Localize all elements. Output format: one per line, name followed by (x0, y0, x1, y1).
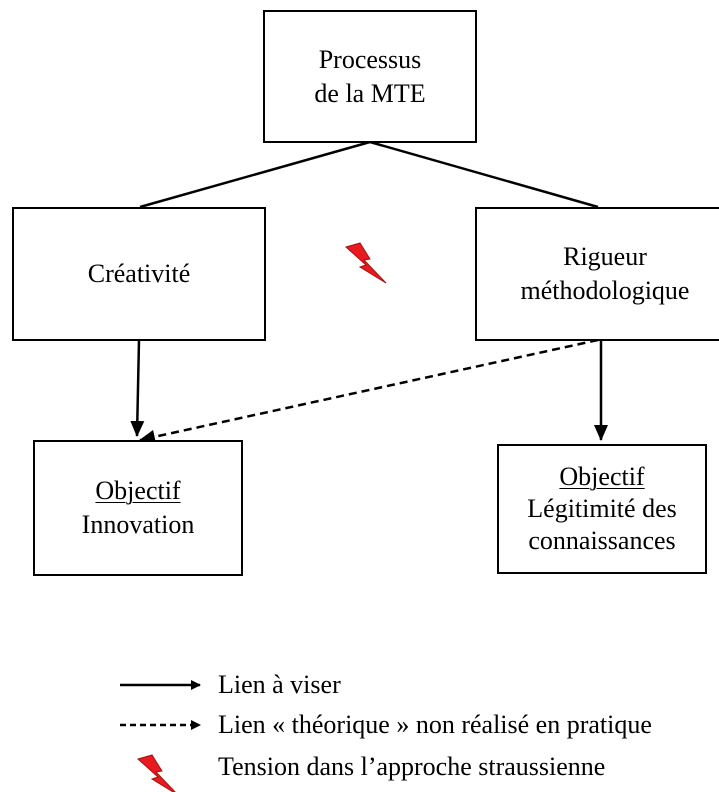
tension-lightning-icon (344, 242, 387, 284)
process-to-rigor-line (369, 140, 599, 209)
process-box: Processus de la MTE (263, 10, 477, 143)
innovation-objective-box: Objectif Innovation (33, 440, 243, 576)
process-line1: Processus (318, 44, 422, 74)
creativity-to-innovation-arrow (130, 339, 145, 437)
rigor-to-innovation-dashed-arrow (139, 338, 599, 444)
legitimacy-objective-heading: Objectif (559, 462, 645, 491)
innovation-objective-text: Innovation (81, 510, 195, 539)
creativity-box: Créativité (12, 207, 266, 341)
process-line2: de la MTE (314, 78, 426, 108)
creativity-label: Créativité (87, 259, 191, 288)
legend-lightning-icon (136, 754, 176, 792)
rigor-box: Rigueur méthodologique (475, 207, 719, 341)
legend-dashed-label: Lien « théorique » non réalisé en pratiq… (218, 710, 652, 739)
legitimacy-objective-box: Objectif Légitimité des connaissances (497, 444, 707, 574)
innovation-objective-heading: Objectif (95, 476, 181, 505)
rigor-line1: Rigueur (563, 242, 647, 271)
legitimacy-objective-line1: Légitimité des (527, 494, 677, 523)
legend-solid-label: Lien à viser (218, 670, 341, 699)
process-to-creativity-line (139, 140, 371, 209)
legitimacy-objective-line2: connaissances (528, 526, 676, 555)
legend-tension-label: Tension dans l’approche straussienne (218, 752, 606, 781)
rigor-line2: méthodologique (520, 276, 690, 305)
